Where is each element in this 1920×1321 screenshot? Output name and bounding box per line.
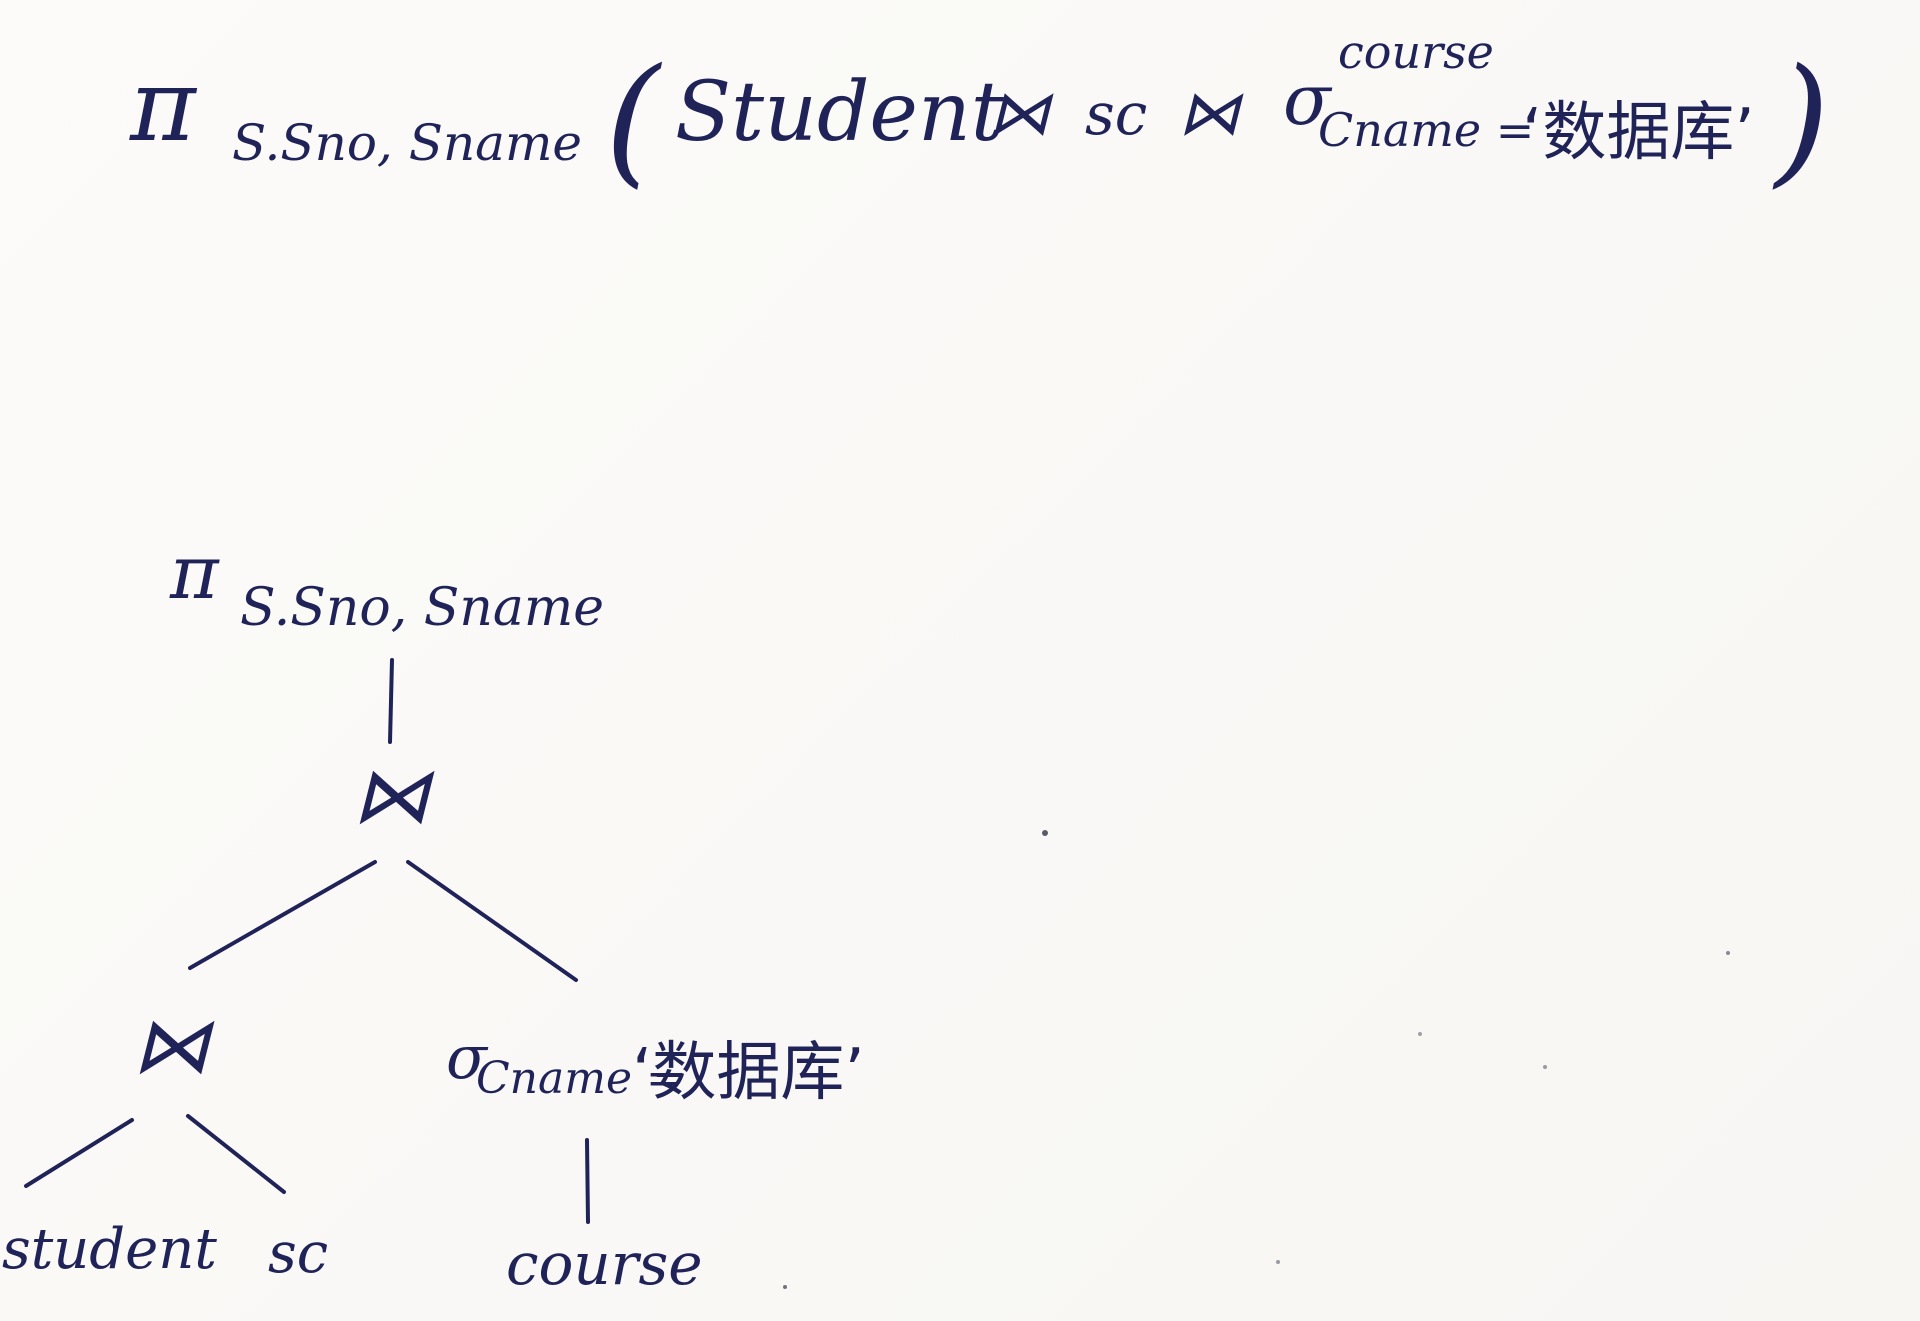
expr-sc: sc <box>1085 80 1147 148</box>
expr-selection-subscript: Cname = <box>1318 103 1534 157</box>
expr-course: course <box>1338 25 1494 79</box>
expr-join-1: ⋈ <box>988 76 1054 149</box>
tree-join-top: ⋈ <box>352 751 435 841</box>
tree-sigma-symbol: σ <box>446 1023 489 1093</box>
speckle <box>1543 1065 1547 1069</box>
edge-selection-course <box>585 1138 590 1224</box>
projection-subscript: S.Sno, Sname <box>232 114 582 172</box>
tree-sigma-value: ‘数据库’ <box>632 1036 865 1110</box>
speckle <box>1276 1260 1280 1264</box>
tree-leaf-student: student <box>2 1217 217 1282</box>
tree-node-selection: σ Cname = ‘数据库’ <box>446 1023 865 1110</box>
speckle <box>1726 951 1730 955</box>
tree-projection-symbol: π <box>169 530 220 616</box>
speckle <box>783 1285 787 1289</box>
open-paren: ( <box>605 39 663 202</box>
query-tree: π S.Sno, Sname ⋈ ⋈ σ Cname = ‘数据库’ stude… <box>2 530 865 1298</box>
paper-speckles <box>783 830 1730 1289</box>
expr-selection-value: ‘数据库’ <box>1522 96 1755 170</box>
close-paren: ) <box>1772 39 1830 202</box>
edge-join-student <box>24 1118 134 1188</box>
algebra-expression: π S.Sno, Sname ( Student ⋈ sc ⋈ σ course… <box>129 25 1830 202</box>
expr-sigma: σ <box>1283 59 1333 141</box>
edge-join-sc <box>186 1114 286 1194</box>
tree-sigma-subscript: Cname = <box>476 1053 683 1104</box>
speckle <box>1418 1032 1422 1036</box>
tree-leaf-course: course <box>506 1230 703 1298</box>
tree-join-bottom: ⋈ <box>132 1001 215 1091</box>
tree-leaf-sc: sc <box>268 1221 328 1286</box>
speckle <box>1042 830 1048 836</box>
tree-node-projection: π S.Sno, Sname <box>169 530 604 638</box>
expr-join-2: ⋈ <box>1178 76 1244 149</box>
edge-join-right <box>406 860 578 982</box>
expr-student: Student <box>675 65 1005 160</box>
edge-join-left <box>188 860 377 970</box>
edge-projection-join <box>388 658 394 744</box>
tree-projection-subscript: S.Sno, Sname <box>240 578 604 638</box>
projection-symbol: π <box>129 47 198 164</box>
